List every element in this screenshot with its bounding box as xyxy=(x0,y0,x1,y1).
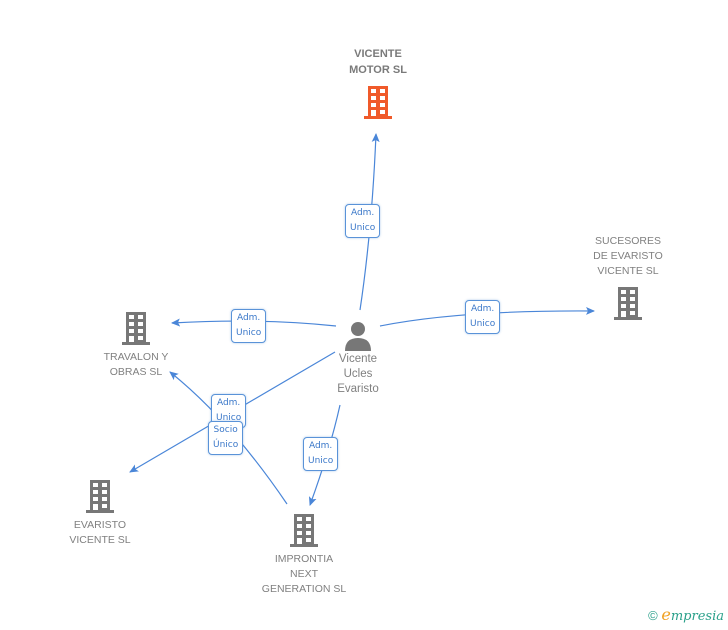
node-person[interactable]: Vicente Ucles Evaristo xyxy=(318,320,398,397)
building-icon xyxy=(86,480,114,513)
building-icon xyxy=(122,312,150,345)
node-label: TRAVALON Y OBRAS SL xyxy=(103,351,169,378)
edge-label-travalon[interactable]: Adm. Unico xyxy=(231,309,267,343)
node-label: Vicente Ucles Evaristo xyxy=(337,353,379,395)
edge-label-vicente-motor[interactable]: Adm. Unico xyxy=(345,204,381,238)
node-vicente-motor[interactable]: VICENTE MOTOR SL xyxy=(328,46,428,120)
edge-label-improntia[interactable]: Adm. Unico xyxy=(303,437,339,471)
footer-brand: © empresia xyxy=(648,605,724,624)
building-icon xyxy=(364,86,392,119)
node-label: IMPRONTIA NEXT GENERATION SL xyxy=(261,553,347,595)
edge-label-improntia-travalon[interactable]: Socio Único xyxy=(208,421,244,455)
edge-label-sucesores[interactable]: Adm. Unico xyxy=(465,300,501,334)
node-label: VICENTE MOTOR SL xyxy=(349,48,407,76)
person-icon xyxy=(345,322,371,351)
node-improntia[interactable]: IMPRONTIA NEXT GENERATION SL xyxy=(254,512,354,597)
node-sucesores[interactable]: SUCESORES DE EVARISTO VICENTE SL xyxy=(578,234,678,321)
building-icon xyxy=(290,514,318,547)
building-icon xyxy=(614,287,642,320)
node-label: SUCESORES DE EVARISTO VICENTE SL xyxy=(593,235,663,277)
node-travalon[interactable]: TRAVALON Y OBRAS SL xyxy=(86,310,186,380)
node-label: EVARISTO VICENTE SL xyxy=(69,519,131,546)
brand-logo: empresia xyxy=(661,605,724,624)
copyright-icon: © xyxy=(648,608,658,623)
node-evaristo[interactable]: EVARISTO VICENTE SL xyxy=(50,478,150,548)
